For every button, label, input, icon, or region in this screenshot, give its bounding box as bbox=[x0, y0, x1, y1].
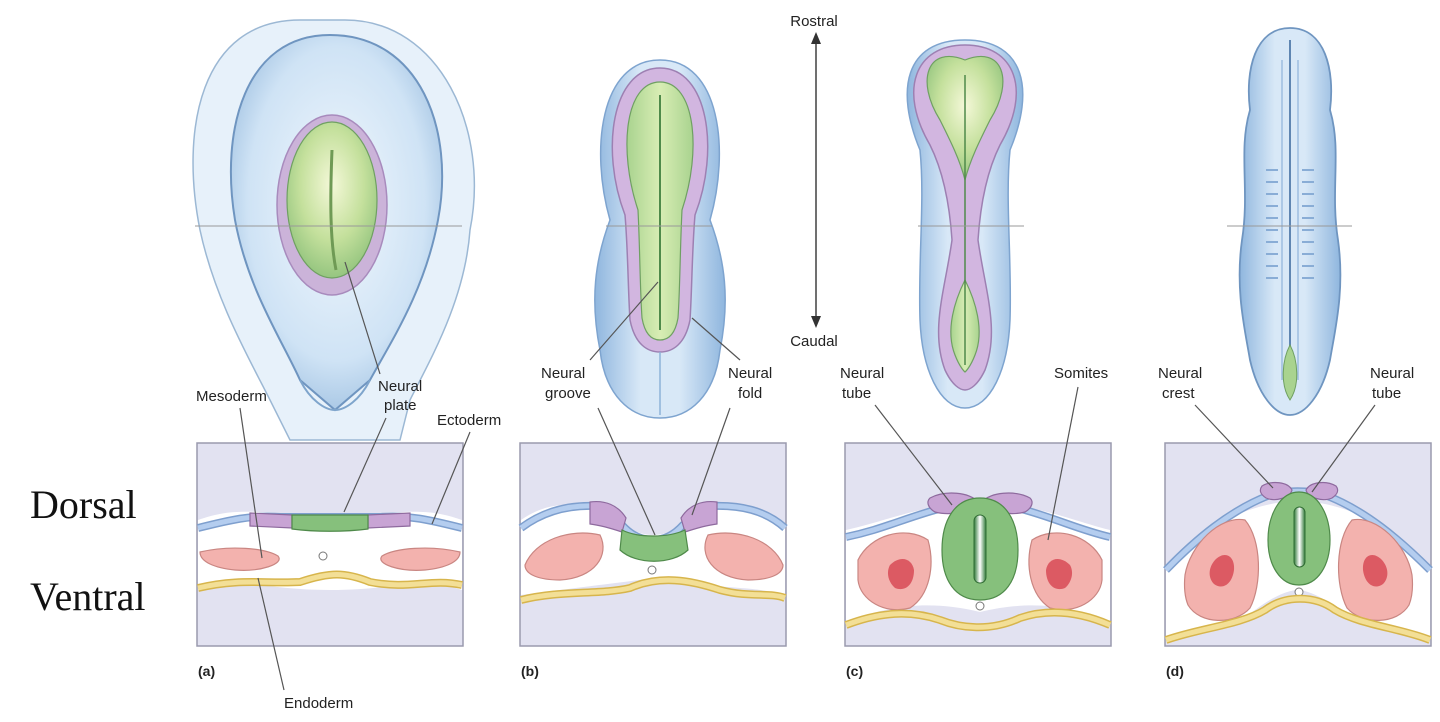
neural-fold-label-line2: fold bbox=[738, 385, 762, 402]
dorsal-label: Dorsal bbox=[30, 482, 137, 527]
leader-lines bbox=[239, 261, 1376, 691]
neural-plate-label-line1: Neural bbox=[378, 378, 422, 395]
neural-tube-label-d-line2: tube bbox=[1372, 385, 1401, 402]
ectoderm-label: Ectoderm bbox=[437, 412, 501, 429]
rostral-label: Rostral bbox=[790, 13, 838, 30]
cross-section-a bbox=[196, 442, 464, 647]
labels-panel-d: Neural crest Neural tube (d) bbox=[1158, 365, 1414, 679]
embryo-c-surface-view bbox=[906, 39, 1024, 409]
embryo-a-surface-view bbox=[192, 19, 476, 441]
neural-crest-label-line1: Neural bbox=[1158, 365, 1202, 382]
embryo-b-surface-view bbox=[594, 59, 726, 419]
neural-fold-label-line1: Neural bbox=[728, 365, 772, 382]
cross-section-c bbox=[844, 442, 1112, 647]
neural-groove-label-line1: Neural bbox=[541, 365, 585, 382]
neural-groove-label-line2: groove bbox=[545, 385, 591, 402]
neural-crest-label-line2: crest bbox=[1162, 385, 1195, 402]
panel-letter-d: (d) bbox=[1166, 663, 1184, 679]
labels-panel-b: Neural groove Neural fold (b) bbox=[521, 365, 772, 679]
labels-panel-c: Neural tube Somites (c) bbox=[840, 365, 1108, 679]
panel-letter-c: (c) bbox=[846, 663, 863, 679]
caudal-label: Caudal bbox=[790, 333, 838, 350]
mesoderm-label: Mesoderm bbox=[196, 388, 267, 405]
endoderm-label: Endoderm bbox=[284, 695, 353, 712]
neural-plate-label-line2: plate bbox=[384, 397, 417, 414]
embryo-d-surface-view bbox=[1238, 27, 1342, 416]
ventral-label: Ventral bbox=[30, 574, 146, 619]
rostral-caudal-axis bbox=[811, 32, 821, 328]
neural-tube-label-c-line2: tube bbox=[842, 385, 871, 402]
panel-letter-b: (b) bbox=[521, 663, 539, 679]
neural-tube-label-d-line1: Neural bbox=[1370, 365, 1414, 382]
labels-panel-a: Mesoderm Neural plate Ectoderm Endoderm … bbox=[196, 378, 501, 712]
neural-tube-label-c-line1: Neural bbox=[840, 365, 884, 382]
cross-section-d bbox=[1163, 442, 1433, 647]
panel-letter-a: (a) bbox=[198, 663, 215, 679]
somites-label: Somites bbox=[1054, 365, 1108, 382]
cross-section-b bbox=[518, 442, 788, 647]
